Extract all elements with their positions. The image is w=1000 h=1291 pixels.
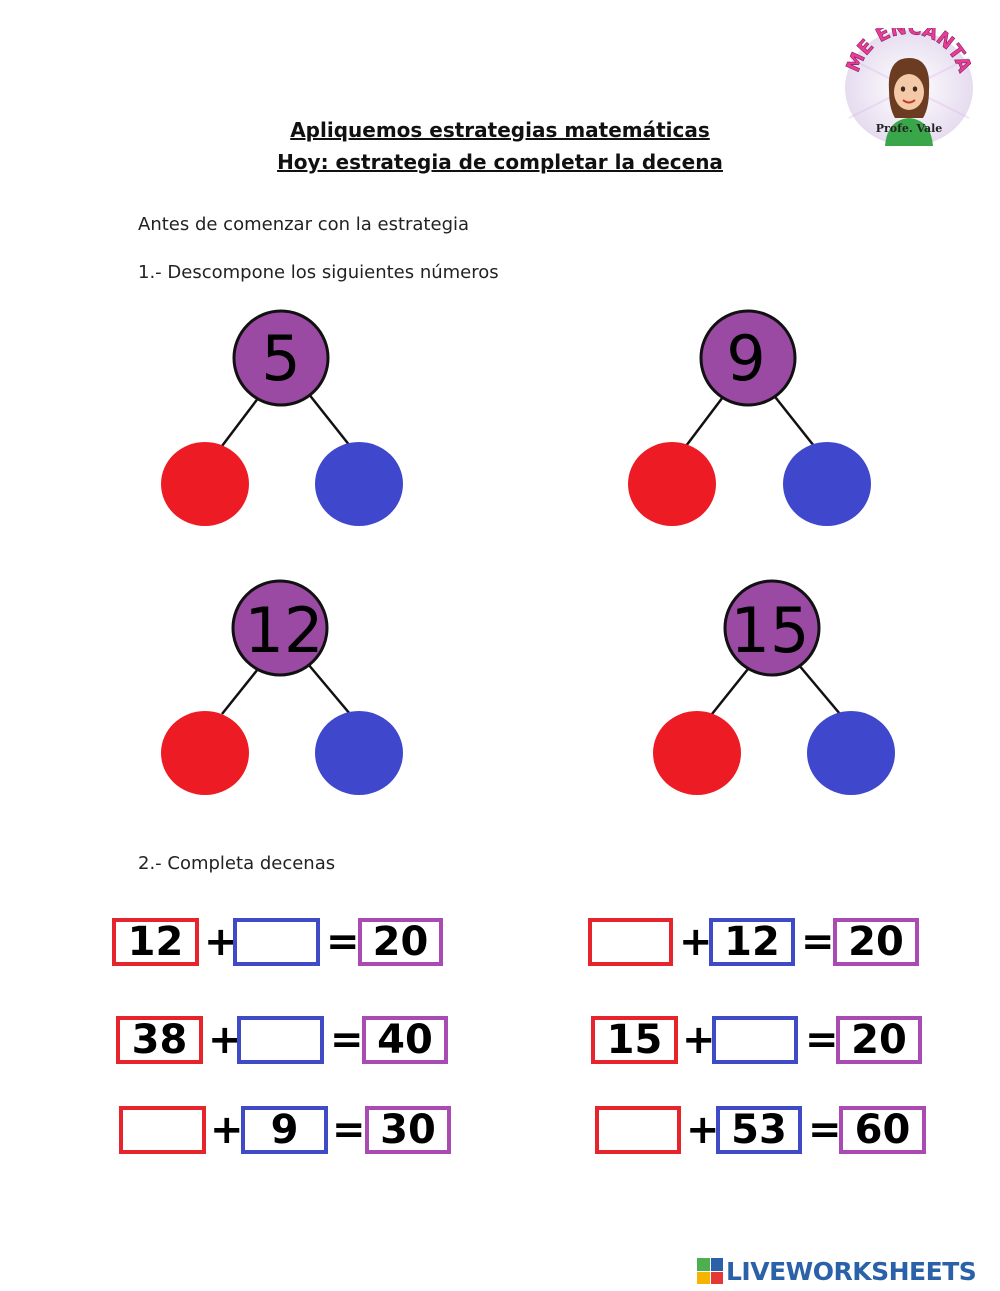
addend-a-box[interactable]: 38 [116,1016,203,1064]
plus-sign: + [686,1107,720,1153]
addend-a-box[interactable]: 12 [112,918,199,966]
section1-label: 1.- Descompone los siguientes números [138,262,499,283]
addend-a-box[interactable] [595,1106,681,1154]
part-left-circle[interactable] [628,442,716,526]
intro-text: Antes de comenzar con la estrategia [138,214,470,235]
plus-sign: + [682,1017,716,1063]
equation-4: 15 + = 20 [591,1016,931,1076]
whole-circle [232,309,330,407]
whole-circle [699,309,797,407]
sum-box: 20 [358,918,443,966]
equals-sign: = [808,1107,842,1153]
sum-box: 20 [836,1016,922,1064]
sum-box: 30 [365,1106,451,1154]
addend-b-box[interactable]: 12 [709,918,795,966]
addend-a-box[interactable]: 15 [591,1016,678,1064]
whole-circle [231,579,329,677]
whole-circle [723,579,821,677]
liveworksheets-text: LIVEWORKSHEETS [726,1256,977,1286]
equation-2: + 12 = 20 [588,918,928,978]
addend-b-box[interactable]: 53 [716,1106,802,1154]
equals-sign: = [801,919,835,965]
number-bond-3: 12 [161,579,403,795]
whole-number: 12 [245,594,324,667]
number-bond-4: 15 [653,579,895,795]
plus-sign: + [208,1017,242,1063]
part-right-circle[interactable] [315,442,403,526]
part-right-circle[interactable] [315,711,403,795]
part-left-circle[interactable] [653,711,741,795]
addend-b-box[interactable] [237,1016,324,1064]
part-right-circle[interactable] [807,711,895,795]
addend-a-box[interactable] [119,1106,206,1154]
equals-sign: = [332,1107,366,1153]
addend-b-box[interactable]: 9 [241,1106,328,1154]
whole-number: 5 [261,322,300,395]
sum-box: 40 [362,1016,448,1064]
part-right-circle[interactable] [783,442,871,526]
equation-6: + 53 = 60 [595,1106,935,1166]
equation-1: 12 + = 20 [112,918,452,978]
addend-a-box[interactable] [588,918,673,966]
part-left-circle[interactable] [161,442,249,526]
whole-number: 15 [731,594,810,667]
section2-label: 2.- Completa decenas [138,853,336,874]
plus-sign: + [679,919,713,965]
number-bond-1: 5 [161,309,403,526]
me-encanta-logo: ME ENCANTA Profe. Vale [842,16,976,146]
equals-sign: = [805,1017,839,1063]
plus-sign: + [210,1107,244,1153]
part-left-circle[interactable] [161,711,249,795]
liveworksheets-logo: LIVEWORKSHEETS [697,1256,977,1286]
whole-number: 9 [726,322,765,395]
logo-name-text: Profe. Vale [876,122,943,135]
page-title: Apliquemos estrategias matemáticas [290,118,710,142]
equals-sign: = [330,1017,364,1063]
addend-b-box[interactable] [233,918,320,966]
sum-box: 20 [833,918,919,966]
addend-b-box[interactable] [712,1016,798,1064]
equation-3: 38 + = 40 [116,1016,456,1076]
sum-box: 60 [839,1106,926,1154]
equation-5: + 9 = 30 [119,1106,459,1166]
liveworksheets-icon [697,1258,723,1284]
number-bond-2: 9 [628,309,871,526]
page-subtitle: Hoy: estrategia de completar la decena [277,150,723,174]
plus-sign: + [204,919,238,965]
equals-sign: = [326,919,360,965]
